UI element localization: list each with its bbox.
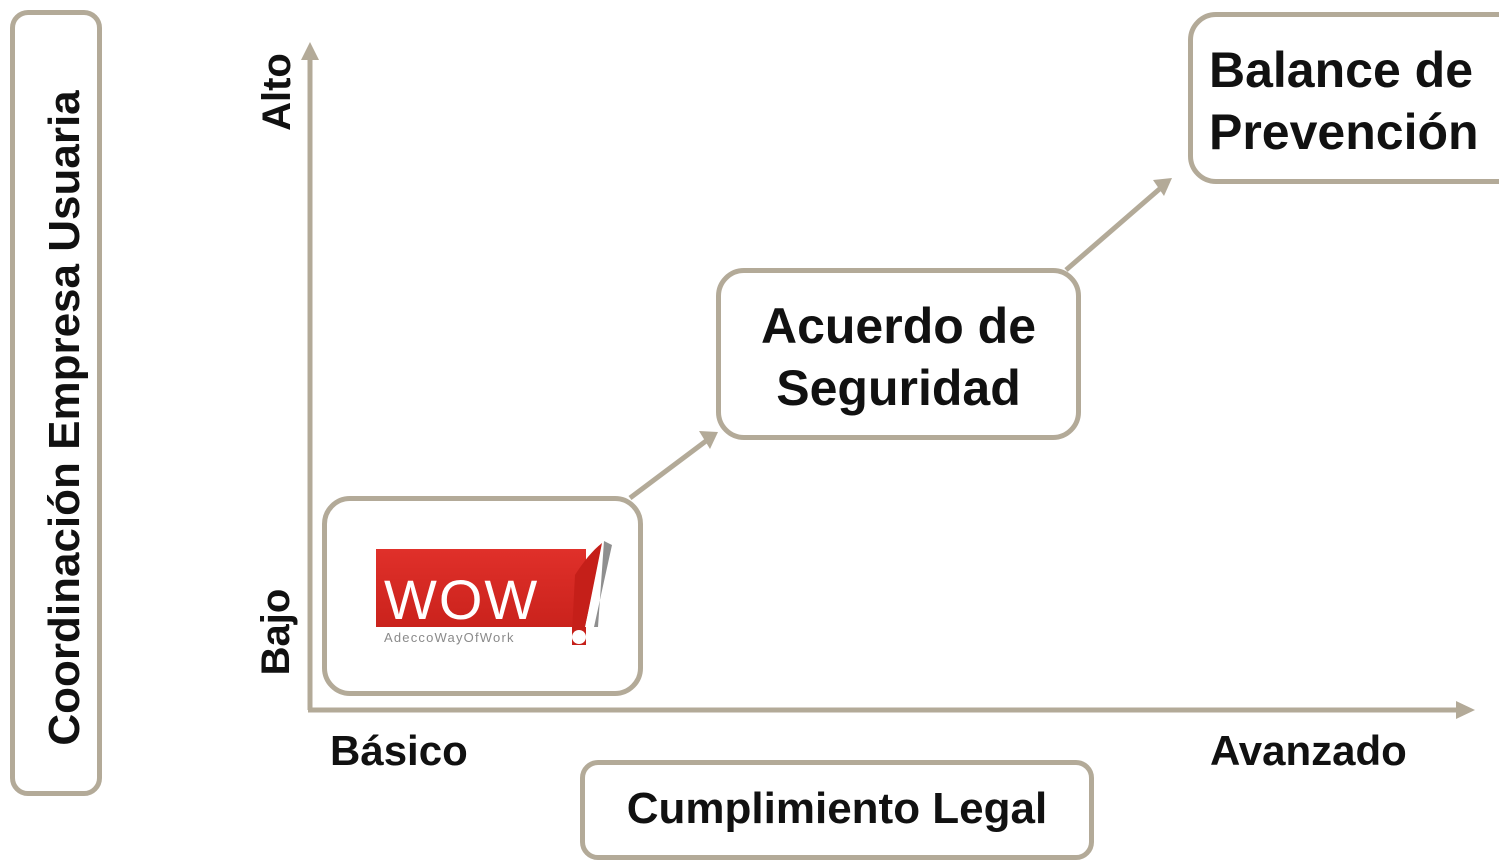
connector-arrowhead-1 [699,431,718,449]
connector-arrow-1 [628,436,712,500]
connector-arrow-2 [1064,184,1165,272]
step-label-acuerdo: Acuerdo de Seguridad [760,298,1037,416]
step-label-balance: Balance de Prevención [1209,42,1479,160]
y-axis-arrowhead [301,42,319,60]
step-box-advanced: Balance de Prevención [1188,12,1499,184]
x-axis-title-box: Cumplimiento Legal [580,760,1094,860]
y-axis-title: Coordinación Empresa Usuaria [40,90,89,746]
y-axis-high-label: Alto [255,53,299,131]
y-axis-title-box: Coordinación Empresa Usuaria [10,10,102,796]
wow-logo: WOW AdeccoWayOfWork [376,541,612,645]
wow-logo-text: WOW [384,568,539,631]
step-box-basic: WOW AdeccoWayOfWork [322,496,643,696]
connector-arrowhead-2 [1153,178,1172,196]
x-axis-high-label: Avanzado [1210,727,1407,774]
step-box-intermediate: Acuerdo de Seguridad [716,268,1081,440]
x-axis-title: Cumplimiento Legal [626,784,1048,833]
x-axis-low-label: Básico [330,727,468,774]
y-axis-low-label: Bajo [254,588,298,676]
wow-logo-subtitle: AdeccoWayOfWork [384,630,515,645]
x-axis-arrowhead [1456,701,1475,719]
